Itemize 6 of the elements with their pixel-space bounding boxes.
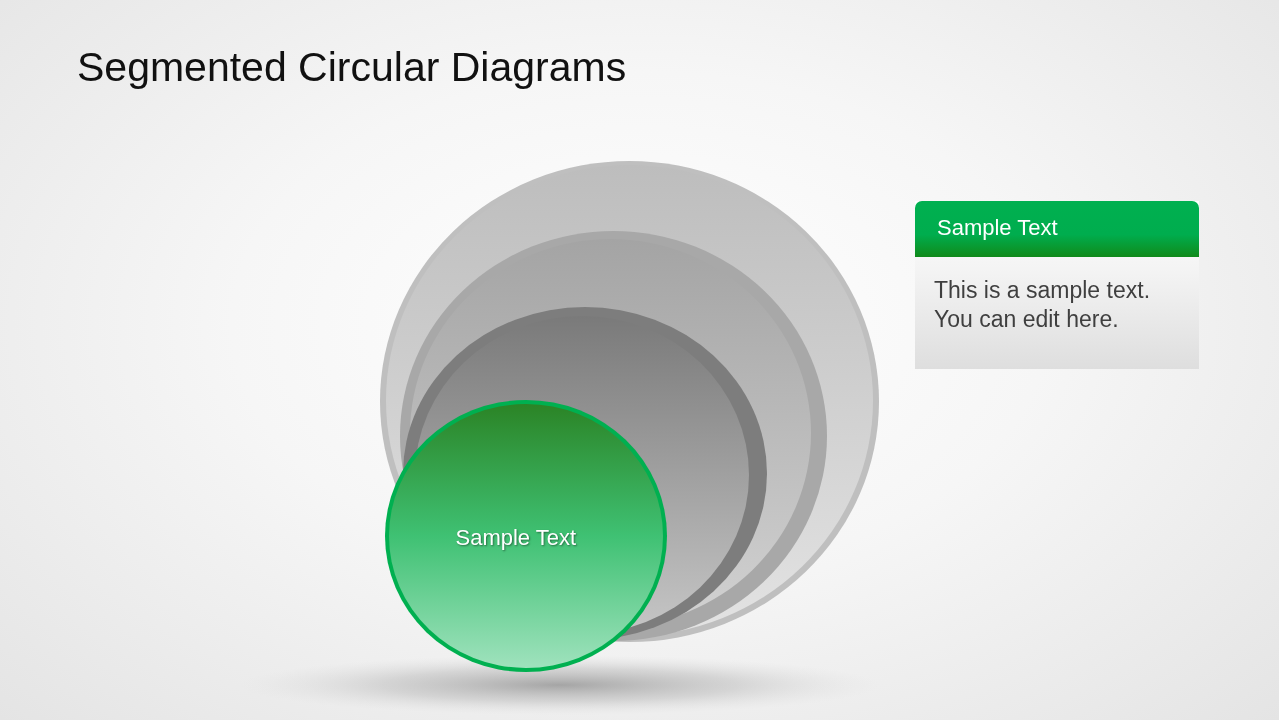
slide-title: Segmented Circular Diagrams bbox=[77, 43, 627, 91]
highlight-circle bbox=[385, 400, 667, 672]
card-body-text: This is a sample text. You can edit here. bbox=[934, 276, 1152, 334]
callout-card bbox=[915, 201, 1199, 369]
circle-label: Sample Text bbox=[455, 525, 577, 551]
card-header: Sample Text bbox=[915, 201, 1199, 257]
